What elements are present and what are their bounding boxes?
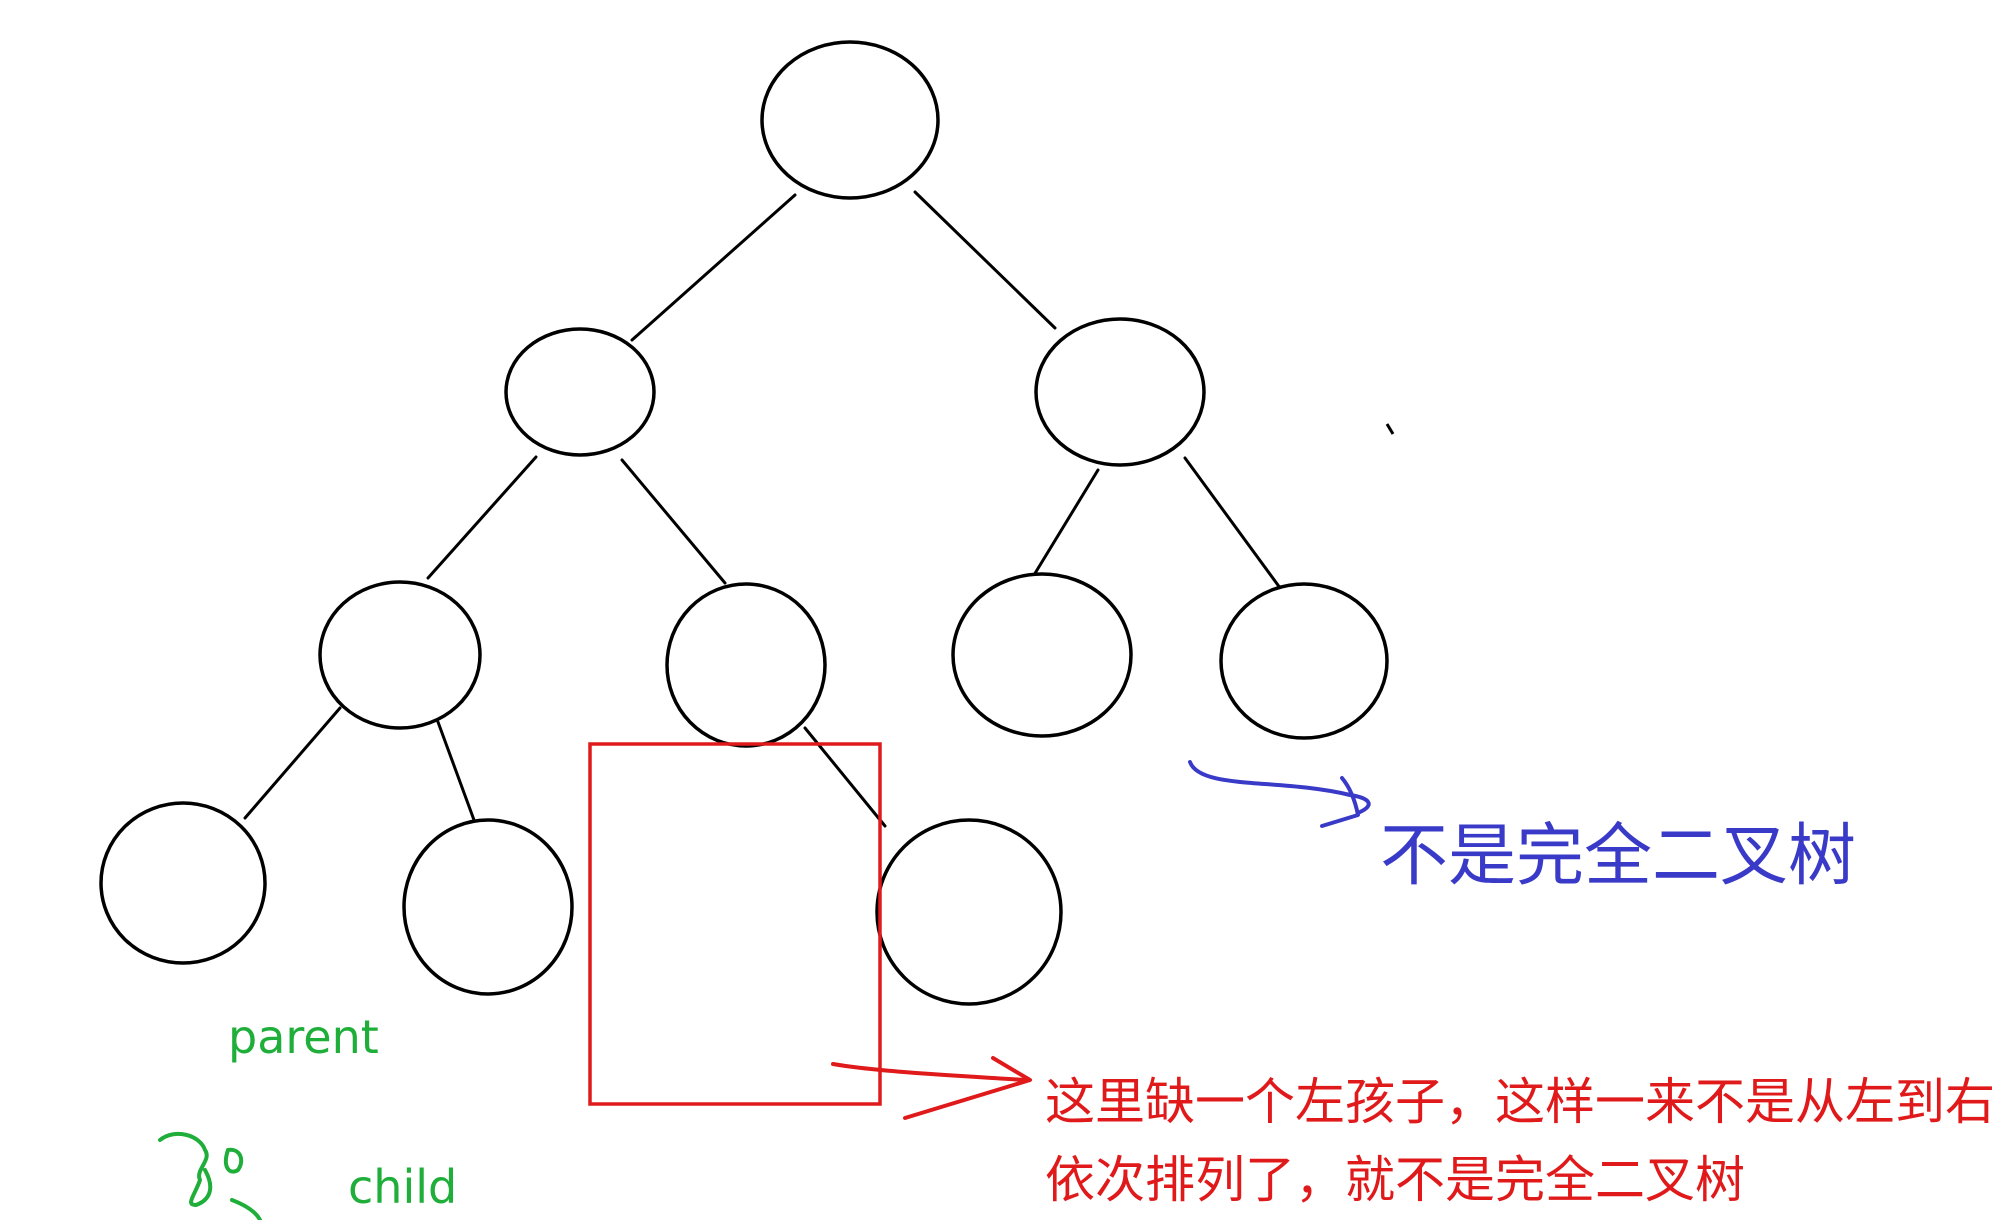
node-l1: [504, 327, 656, 457]
edge-ll-right: [436, 720, 476, 822]
child-label: child: [348, 1160, 458, 1214]
red-arrow: [831, 1056, 1032, 1120]
node-rl: [951, 572, 1133, 738]
node-llr: [402, 818, 574, 996]
node-lrr: [875, 818, 1063, 1006]
missing-left-child-note-line1: 这里缺一个左孩子，这样一来不是从左到右: [1045, 1073, 1995, 1131]
blue-arrow: [1188, 760, 1371, 828]
stray-mark: [1385, 423, 1395, 435]
node-ll: [318, 580, 482, 730]
node-r1: [1034, 317, 1206, 467]
edge-root-left: [630, 193, 797, 342]
green-squiggle: [158, 1131, 262, 1220]
node-lr: [665, 582, 827, 748]
missing-left-child-box: [588, 742, 882, 1106]
edge-root-right: [913, 190, 1057, 330]
edge-ll-left: [243, 706, 342, 820]
parent-label: parent: [228, 1010, 379, 1064]
node-lll: [99, 801, 267, 965]
missing-left-child-note-line2: 依次排列了，就不是完全二叉树: [1045, 1151, 1745, 1209]
edge-l1-right: [620, 458, 727, 585]
edge-l1-left: [426, 455, 538, 580]
not-complete-binary-tree-label: 不是完全二叉树: [1380, 817, 1857, 896]
node-rr: [1219, 582, 1389, 740]
edge-r1-right: [1183, 456, 1285, 594]
edge-r1-left: [1032, 468, 1100, 577]
node-root: [760, 40, 940, 200]
